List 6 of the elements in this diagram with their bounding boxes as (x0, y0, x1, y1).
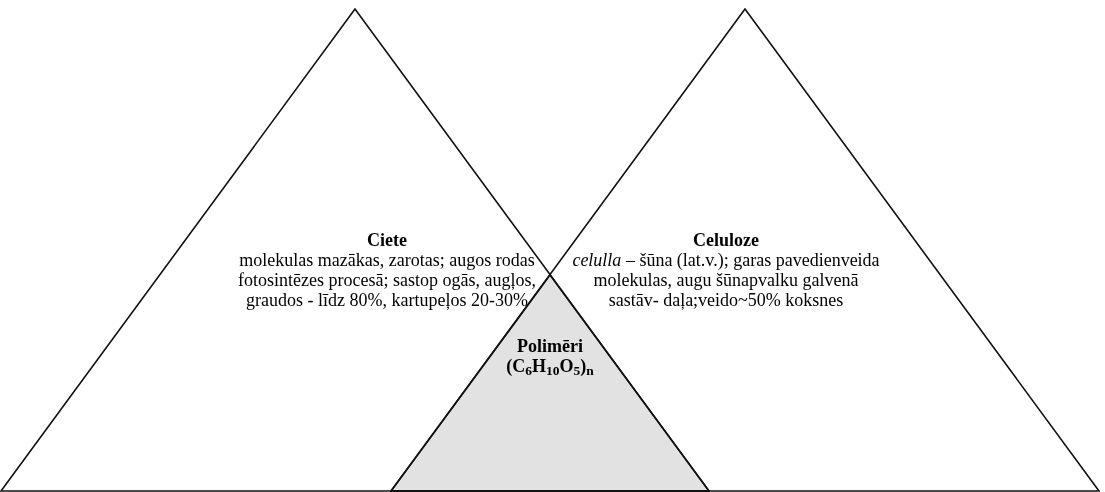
description: celulla – šūna (lat.v.); garas pavedienveida molekulas, augu šūnapvalku galvenā sastāv- daļa;veido~50% koksnes (571, 250, 881, 310)
heading: Polimēri (516, 336, 584, 356)
description: molekulas mazākas, zarotas; augos rodas fotosintēzes procesā; sastop ogās, augļos, graudos - līdz 80%, kartupeļos 20-30% (237, 250, 537, 310)
heading: Ciete (366, 230, 408, 250)
heading: Celuloze (692, 230, 760, 250)
formula: (C$_{6}$H$_{10}$O$_{5}$)$_{n}$ (505, 356, 595, 376)
